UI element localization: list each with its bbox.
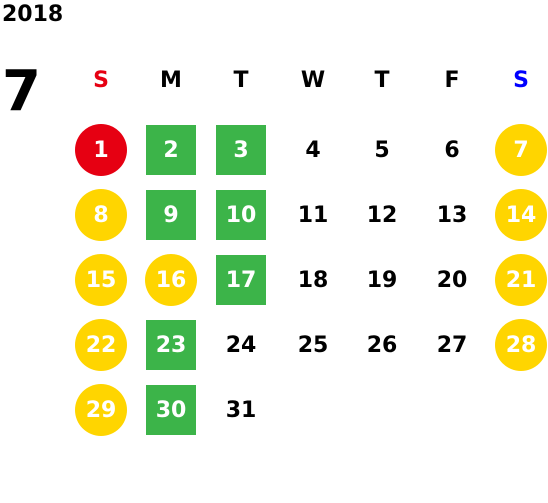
day-cell[interactable]: 11 <box>297 202 329 228</box>
day-cell[interactable]: 18 <box>297 267 329 293</box>
year-label: 2018 <box>2 2 64 27</box>
day-cell[interactable]: 3 <box>216 125 266 175</box>
day-cell[interactable]: 25 <box>297 332 329 358</box>
day-cell[interactable]: 28 <box>495 319 547 371</box>
weekday-label: M <box>160 68 182 93</box>
day-cell[interactable]: 19 <box>366 267 398 293</box>
day-cell[interactable]: 10 <box>216 190 266 240</box>
day-cell[interactable]: 30 <box>146 385 196 435</box>
day-cell[interactable]: 21 <box>495 254 547 306</box>
month-label: 7 <box>2 59 41 124</box>
day-cell[interactable]: 24 <box>225 332 257 358</box>
day-cell[interactable]: 29 <box>75 384 127 436</box>
day-cell[interactable]: 4 <box>305 137 321 163</box>
day-cell[interactable]: 14 <box>495 189 547 241</box>
day-cell[interactable]: 17 <box>216 255 266 305</box>
day-cell[interactable]: 1 <box>75 124 127 176</box>
day-cell[interactable]: 12 <box>366 202 398 228</box>
day-cell[interactable]: 9 <box>146 190 196 240</box>
day-cell[interactable]: 27 <box>436 332 468 358</box>
day-cell[interactable]: 15 <box>75 254 127 306</box>
weekday-label: S <box>93 68 109 93</box>
day-cell[interactable]: 16 <box>145 254 197 306</box>
weekday-label: W <box>300 68 326 93</box>
day-cell[interactable]: 6 <box>444 137 460 163</box>
day-cell[interactable]: 8 <box>75 189 127 241</box>
day-cell[interactable]: 22 <box>75 319 127 371</box>
weekday-label: F <box>444 68 460 93</box>
day-cell[interactable]: 5 <box>374 137 390 163</box>
weekday-label: T <box>233 68 249 93</box>
weekday-label: S <box>513 68 529 93</box>
day-cell[interactable]: 23 <box>146 320 196 370</box>
day-cell[interactable]: 13 <box>436 202 468 228</box>
day-cell[interactable]: 2 <box>146 125 196 175</box>
day-cell[interactable]: 26 <box>366 332 398 358</box>
weekday-label: T <box>374 68 390 93</box>
day-cell[interactable]: 31 <box>225 397 257 423</box>
day-cell[interactable]: 7 <box>495 124 547 176</box>
day-cell[interactable]: 20 <box>436 267 468 293</box>
